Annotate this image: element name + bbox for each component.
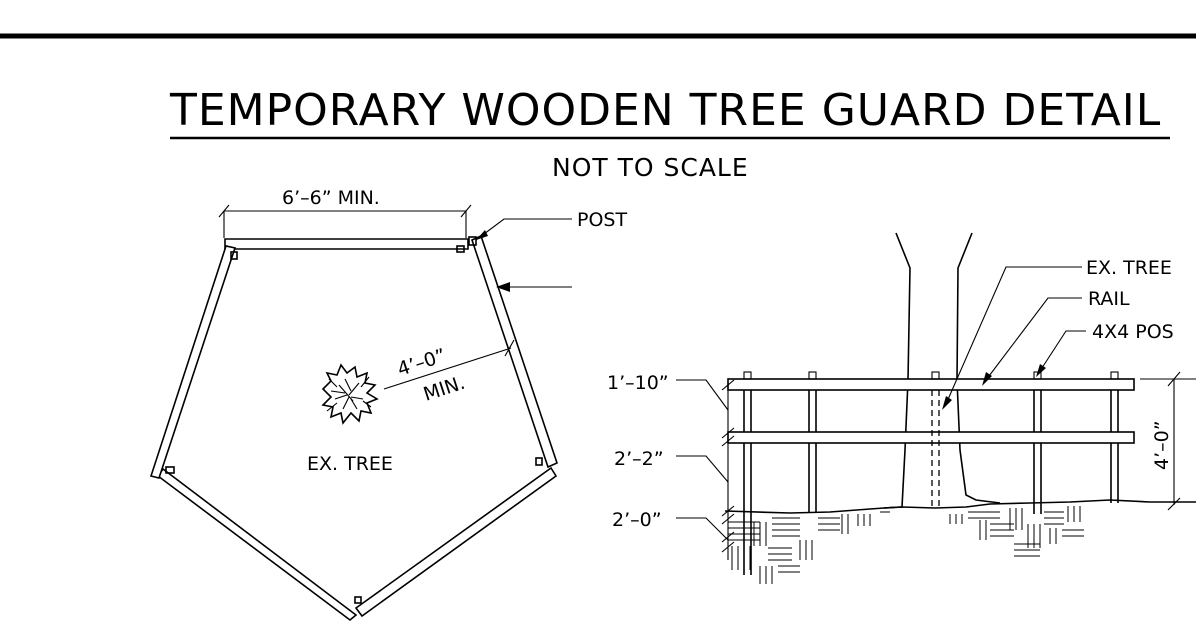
plan-post [230,251,238,260]
rail-arrow [496,282,572,292]
plan-rail-right [471,234,558,469]
elevation-height-dimension: 4’–0” [1140,371,1196,511]
plan-post [354,596,362,604]
plan-post [468,236,477,246]
top-rail-dim-label: 1’–10” [607,372,669,394]
plan-rail-left [149,245,237,479]
elevation-view: 1’–10” 2’–2” 2’–0” 4’–0” EX. TREE RAIL 4… [607,232,1196,584]
elevation-post [743,371,752,575]
plan-rails [149,234,558,622]
elevation-left-dimensions: 1’–10” 2’–2” 2’–0” [607,372,735,560]
elevation-middle-rail [727,431,1135,444]
elevation-post [1110,371,1119,503]
plan-radius-label: 4’–0” [395,345,449,381]
plan-radius-note: MIN. [421,372,468,406]
plan-post [535,457,543,466]
plan-width-dimension: 6’–6” MIN. [218,187,472,238]
plan-posts [165,236,543,604]
mid-rail-dim-label: 2’–2” [614,448,664,470]
elevation-rail-label: RAIL [1088,288,1130,310]
plan-rail-top [224,238,469,250]
plan-post-label: POST [577,209,627,231]
plan-rail-bottom-left [156,467,358,622]
elevation-top-rail [727,378,1135,391]
plan-radius-dimension: 4’–0” MIN. [383,339,515,406]
plan-view: 6’–6” MIN. POST [149,187,627,622]
plan-rail-bottom-right [354,466,558,618]
elevation-callouts: EX. TREE RAIL 4X4 POS [942,257,1174,410]
plan-post [165,466,175,474]
elevation-post [808,371,817,512]
post-leader: POST [475,209,627,241]
soil-hatch [728,506,1084,584]
elevation-post-label: 4X4 POS [1092,321,1174,343]
plan-post [456,245,465,253]
tree-symbol [321,363,379,425]
bottom-dim-label: 2’–0” [612,509,662,531]
drawing-title: TEMPORARY WOODEN TREE GUARD DETAIL [169,85,1161,136]
plan-width-label: 6’–6” MIN. [282,187,380,209]
elevation-tree-label: EX. TREE [1086,257,1172,279]
ground-line [724,499,1196,514]
tree-trunk [883,232,1001,509]
height-dim-label: 4’–0” [1151,420,1173,470]
elevation-post-hidden [931,371,940,507]
scale-note: NOT TO SCALE [552,153,749,182]
plan-tree-label: EX. TREE [307,453,393,475]
